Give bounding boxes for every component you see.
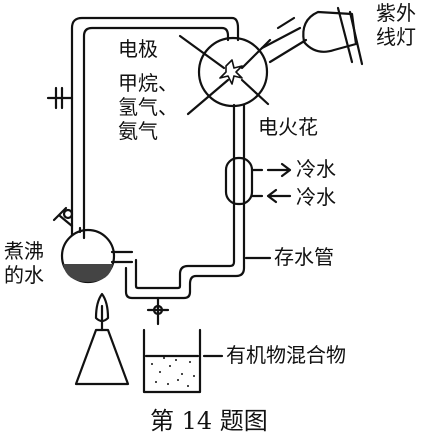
arrow-out — [266, 162, 292, 178]
electrode-right — [240, 38, 272, 70]
stopcock-flask-handle — [52, 206, 68, 222]
gas-label-3: 氨气 — [118, 119, 158, 143]
electrode-right-lower — [240, 78, 270, 106]
uv-lamp-stem — [348, 10, 364, 66]
spark-label: 电火花 — [258, 115, 318, 139]
spark-star — [219, 59, 243, 85]
lower-right-tube-inner — [134, 202, 236, 290]
beaker — [142, 328, 202, 394]
beaker-liquid-dots — [151, 357, 195, 387]
stopcock-flask-stem — [58, 214, 74, 228]
boiling-water-label-1: 煮沸 — [4, 239, 44, 263]
figure-caption: 第 14 题图 — [150, 407, 268, 435]
electrode-lower — [186, 78, 230, 116]
uv-lamp-label-2: 线灯 — [376, 25, 416, 49]
burner-base — [74, 328, 130, 386]
stopcock-bottom-knob — [152, 304, 164, 316]
cold-water-out-label: 冷水 — [296, 157, 336, 181]
uv-ray-1 — [260, 26, 302, 50]
left-tube-outer — [70, 16, 240, 237]
flask-water — [63, 264, 113, 282]
storage-tube-label: 存水管 — [274, 245, 334, 269]
organic-mixture-label: 有机物混合物 — [226, 343, 346, 367]
gas-label-1: 甲烷、 — [118, 71, 178, 95]
uv-lamp — [302, 10, 358, 53]
uv-lamp-label-1: 紫外 — [376, 1, 416, 25]
uv-lamp-stem-2 — [336, 6, 354, 64]
gas-label-2: 氢气、 — [118, 95, 178, 119]
arrow-in — [266, 188, 292, 204]
electrode-upper — [178, 34, 226, 70]
stopcock-flask-knob — [62, 208, 74, 220]
left-tube-inner — [82, 26, 230, 240]
cold-water-in-label: 冷水 — [296, 185, 336, 209]
burner-flame — [94, 292, 110, 323]
uv-ray-2 — [268, 38, 308, 64]
lower-right-tube-outer — [124, 202, 246, 300]
condenser — [224, 156, 254, 206]
electrode-label: 电极 — [118, 37, 158, 61]
boiling-water-label-2: 的水 — [4, 263, 44, 287]
uv-ray-3 — [276, 16, 296, 30]
